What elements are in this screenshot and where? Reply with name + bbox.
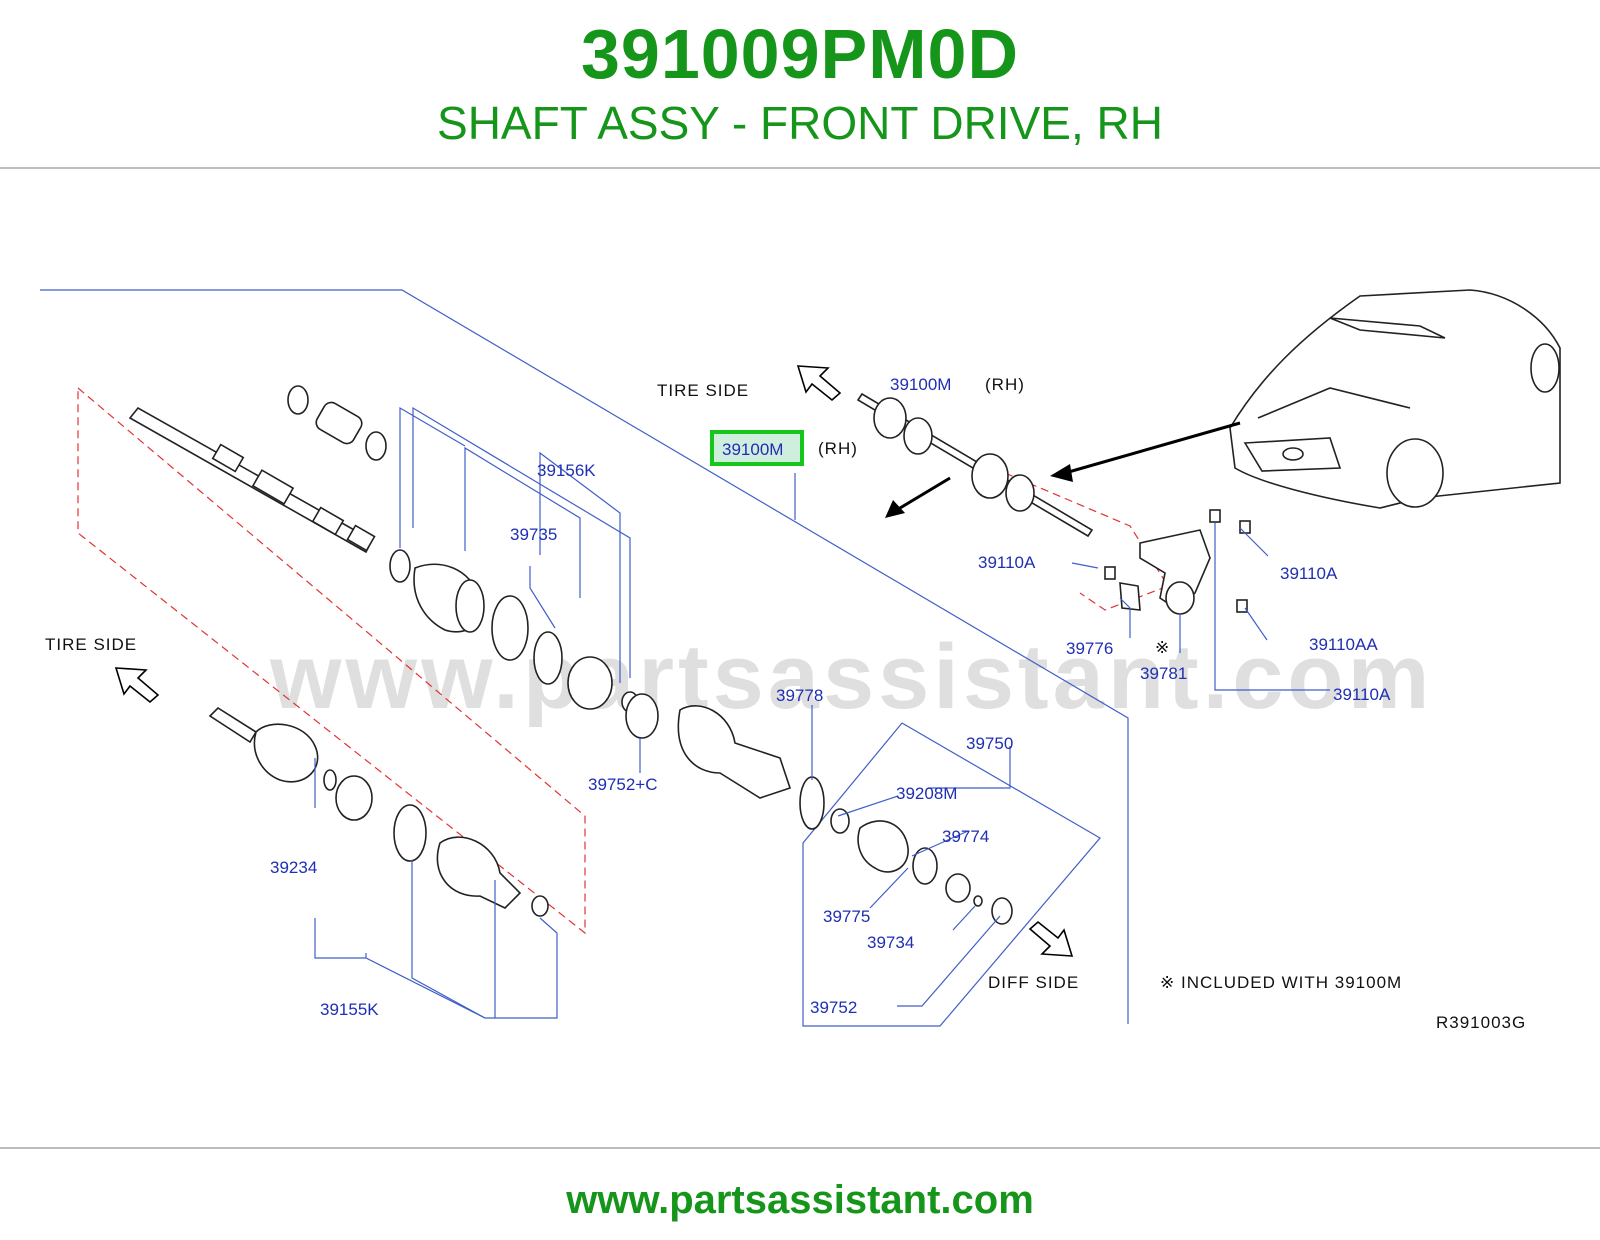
callout-39208M[interactable]: 39208M xyxy=(896,784,957,803)
callout-39100M[interactable]: 39100M xyxy=(890,375,951,394)
side-rh-top: (RH) xyxy=(985,375,1025,394)
tire-side-label-top: TIRE SIDE xyxy=(657,381,749,400)
part-number-title: 391009PM0D xyxy=(580,15,1020,93)
callout-39110AA[interactable]: 39110AA xyxy=(1309,635,1378,654)
side-rh-highlight: (RH) xyxy=(818,439,858,458)
drive-shaft-bar xyxy=(128,406,376,554)
callout-leaders xyxy=(314,406,1330,1019)
included-mark-39781: ※ xyxy=(1155,638,1170,657)
diff-side-arrow xyxy=(1028,920,1074,957)
highlighted-part-box xyxy=(710,430,804,466)
callout-39155K[interactable]: 39155K xyxy=(320,1000,379,1019)
pointer-arrows xyxy=(885,421,1241,518)
included-note: ※ INCLUDED WITH 39100M xyxy=(1160,973,1402,992)
footer-url[interactable]: www.partsassistant.com xyxy=(566,1178,1034,1222)
callout-39110A-bottom[interactable]: 39110A xyxy=(1333,685,1391,704)
outer-boot-group xyxy=(389,549,659,739)
callout-39156K[interactable]: 39156K xyxy=(537,461,596,480)
callout-39734[interactable]: 39734 xyxy=(867,933,914,952)
tire-side-label-left: TIRE SIDE xyxy=(45,635,137,654)
figure-code: R391003G xyxy=(1436,1013,1526,1032)
callout-39752[interactable]: 39752 xyxy=(810,998,857,1017)
diff-side-parts xyxy=(830,808,1013,925)
callout-39110A-left[interactable]: 39110A xyxy=(978,553,1036,572)
vehicle-location-illustration xyxy=(1229,289,1561,509)
diff-side-label: DIFF SIDE xyxy=(988,973,1079,992)
tire-side-arrow-left xyxy=(114,667,160,704)
callout-39752-C[interactable]: 39752+C xyxy=(588,775,657,794)
joint-housing-group xyxy=(677,705,825,830)
bracket-assembly xyxy=(1104,509,1251,615)
callout-39110A-right[interactable]: 39110A xyxy=(1280,564,1338,583)
boot-band-set-upper xyxy=(287,385,387,461)
tire-side-arrow-top xyxy=(796,365,842,402)
callout-39781[interactable]: 39781 xyxy=(1140,664,1187,683)
inner-shaft-boundary xyxy=(77,386,586,935)
callout-39750[interactable]: 39750 xyxy=(966,734,1013,753)
part-description: SHAFT ASSY - FRONT DRIVE, RH xyxy=(437,97,1163,149)
callout-39234[interactable]: 39234 xyxy=(270,858,317,877)
assembly-outline xyxy=(40,289,1129,1024)
callout-39778[interactable]: 39778 xyxy=(776,686,823,705)
watermark-text: www.partsassistant.com xyxy=(269,626,1433,728)
callout-39735[interactable]: 39735 xyxy=(510,525,557,544)
outer-joint-group xyxy=(208,706,549,917)
header-divider xyxy=(0,167,1600,169)
assembled-shaft-image xyxy=(856,392,1094,538)
callout-39776[interactable]: 39776 xyxy=(1066,639,1113,658)
footer-divider xyxy=(0,1147,1600,1149)
parts-diagram: www.partsassistant.com xyxy=(0,268,1600,1068)
callout-39774[interactable]: 39774 xyxy=(942,827,989,846)
callout-39100M-highlighted[interactable]: 39100M xyxy=(722,440,783,459)
callout-39775[interactable]: 39775 xyxy=(823,907,870,926)
